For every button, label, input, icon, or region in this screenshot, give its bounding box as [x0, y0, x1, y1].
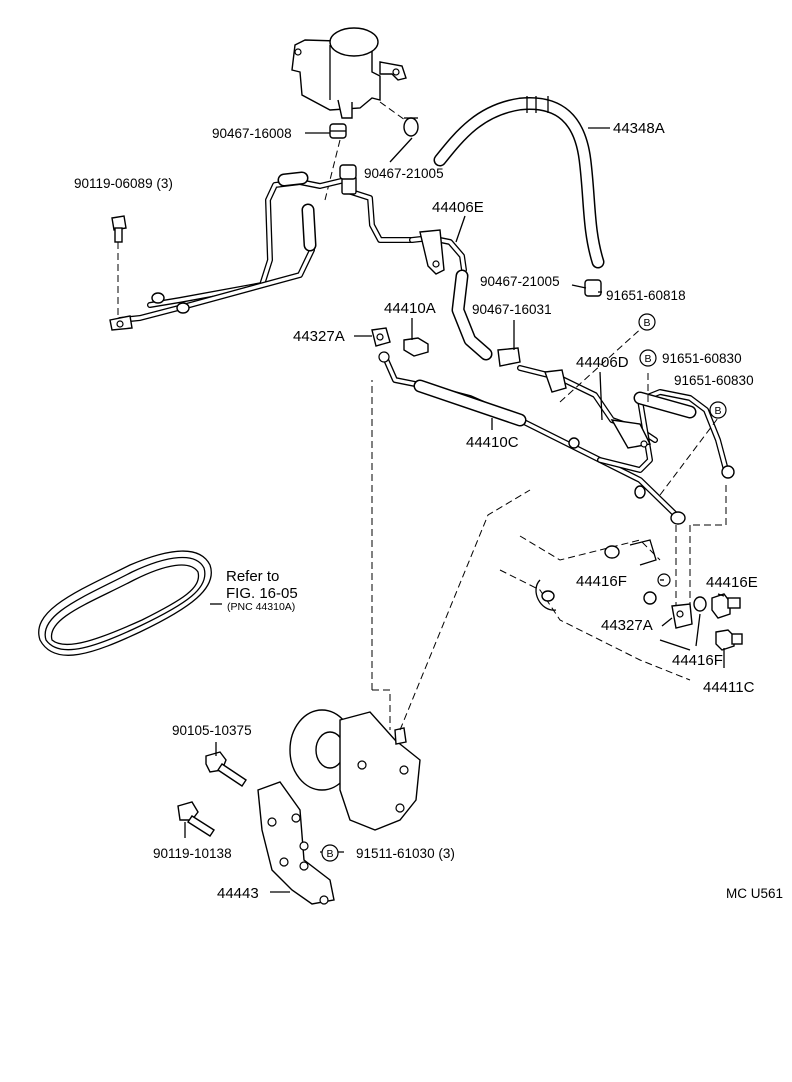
svg-text:B: B	[644, 353, 651, 365]
label-44327a-top: 44327A	[293, 328, 345, 345]
union-fitting	[643, 591, 657, 605]
label-91651-60830-a: 91651-60830	[662, 351, 742, 366]
label-44416f-a: 44416F	[576, 573, 627, 590]
cooler-tube-assembly	[109, 164, 415, 331]
marker-b-1: B	[638, 313, 656, 331]
label-44348a: 44348A	[613, 120, 665, 137]
label-90467-21005-top: 90467-21005	[364, 166, 444, 181]
bracket-44443	[257, 781, 335, 905]
clamp-44327a-top	[371, 327, 391, 347]
marker-b-3: B	[709, 401, 727, 419]
label-44406d: 44406D	[576, 354, 629, 371]
label-91511-61030: 91511-61030 (3)	[356, 846, 455, 861]
refer-note-line2: FIG. 16-05	[226, 585, 298, 602]
union-bolt-44416e	[711, 593, 741, 619]
label-90105-10375: 90105-10375	[172, 723, 252, 738]
svg-text:B: B	[714, 405, 721, 417]
label-90119-06089: 90119-06089 (3)	[74, 176, 173, 191]
label-90467-16031: 90467-16031	[472, 302, 552, 317]
svg-text:B: B	[326, 848, 333, 860]
reservoir-tank	[291, 27, 407, 119]
leader-lines	[184, 127, 725, 893]
label-44410c: 44410C	[466, 434, 519, 451]
diagram-code: MC U561	[726, 886, 783, 901]
marker-b-4: B	[321, 844, 339, 862]
label-44410a: 44410A	[384, 300, 436, 317]
label-90119-10138: 90119-10138	[153, 846, 232, 861]
label-90467-16008: 90467-16008	[212, 126, 292, 141]
label-44327a-bottom: 44327A	[601, 617, 653, 634]
bolt-90105-10375	[205, 751, 247, 787]
refer-note-line1: Refer to	[226, 568, 279, 585]
bolt-90119-06089	[111, 215, 127, 318]
union-bolt-44411c	[715, 629, 743, 651]
clamp-90467-21005-top	[403, 117, 419, 137]
clamp-90467-16008	[329, 123, 347, 139]
return-hose-44348a	[433, 96, 605, 269]
label-44416e: 44416E	[706, 574, 758, 591]
label-90467-21005-mid: 90467-21005	[480, 274, 560, 289]
steering-gear-housing	[499, 535, 691, 681]
clamp-90467-21005-mid	[584, 279, 602, 297]
label-44443: 44443	[217, 885, 259, 902]
label-91651-60830-b: 91651-60830	[674, 373, 754, 388]
pressure-hose-44406e	[409, 229, 493, 361]
refer-note-line3: (PNC 44310A)	[227, 601, 295, 613]
label-91651-60818: 91651-60818	[606, 288, 686, 303]
label-44406e: 44406E	[432, 199, 484, 216]
pressure-tube-44410c	[378, 351, 686, 525]
label-44411c: 44411C	[703, 679, 755, 696]
bolt-44410a	[403, 337, 429, 357]
clamp-90467-16031	[497, 347, 521, 367]
gasket-44416f-b	[693, 596, 707, 612]
return-tube-44406d	[517, 365, 735, 479]
bolt-90119-10138	[177, 801, 215, 837]
svg-text:B: B	[643, 317, 650, 329]
power-steering-pump	[289, 709, 421, 831]
clamp-44327a-bottom	[671, 603, 693, 629]
label-44416f-b: 44416F	[672, 652, 723, 669]
marker-b-2: B	[639, 349, 657, 367]
v-belt	[38, 550, 212, 656]
